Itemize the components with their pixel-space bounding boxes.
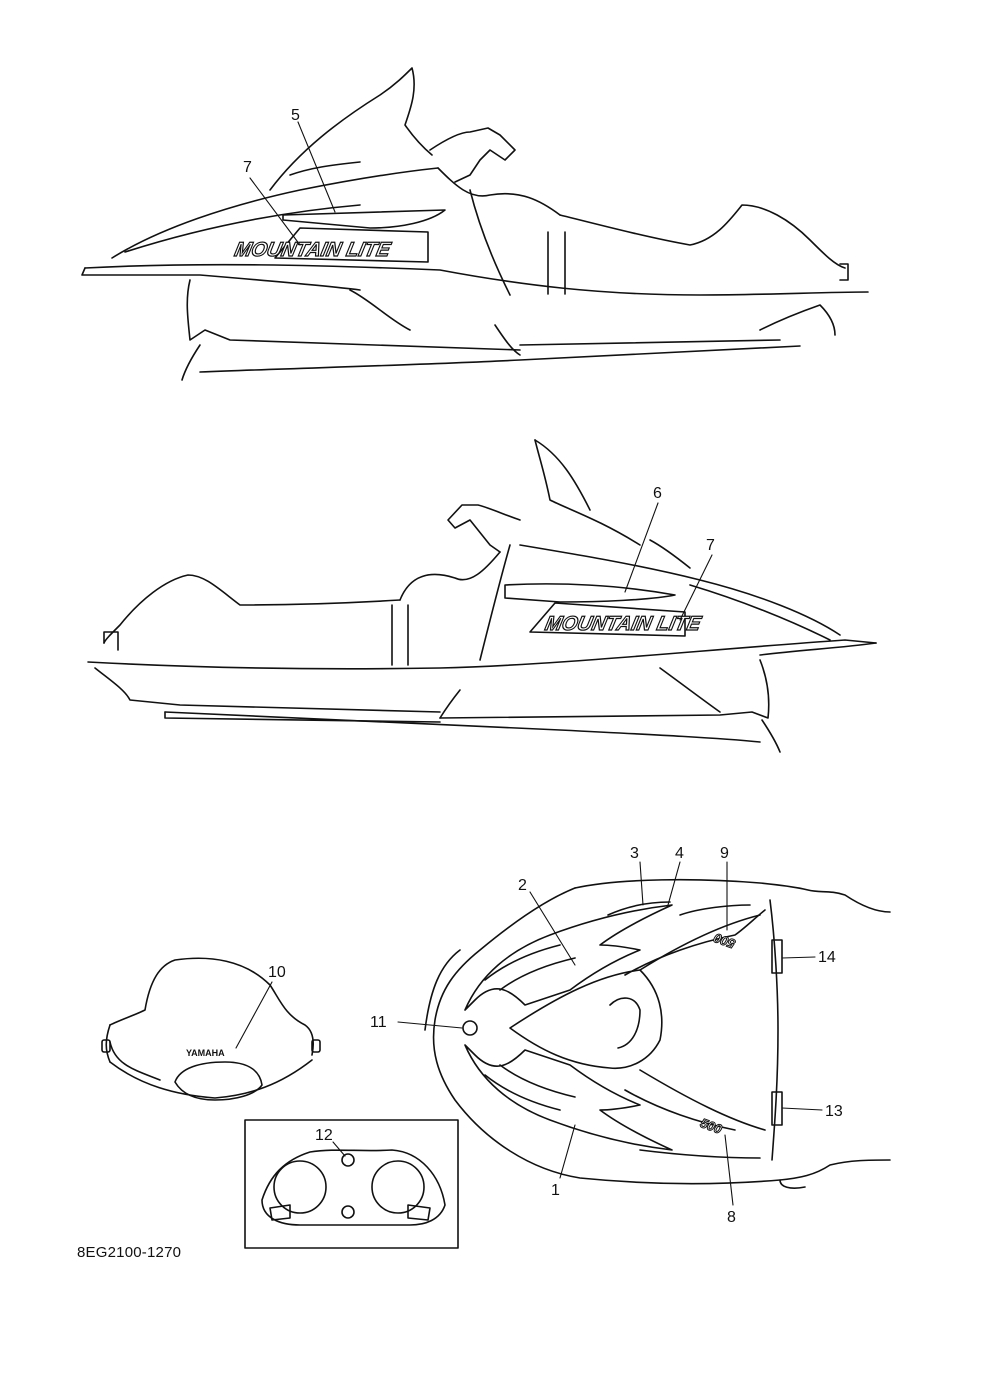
hood-top-view: 500 500 2 3 4 9 11 14 13 1 8	[370, 845, 891, 1226]
callout-1: 1	[551, 1182, 560, 1199]
snowmobile-left-view: MOUNTAIN LITE 5 7	[81, 67, 869, 381]
hood-emblem	[462, 1020, 478, 1036]
svg-text:MOUNTAIN LITE: MOUNTAIN LITE	[233, 239, 393, 261]
callout-10: 10	[268, 964, 286, 981]
svg-text:MOUNTAIN LITE: MOUNTAIN LITE	[543, 613, 703, 635]
callout-3: 3	[630, 845, 639, 862]
callout-7-middle: 7	[706, 537, 715, 554]
callout-11: 11	[370, 1014, 387, 1031]
callout-6: 6	[653, 485, 662, 502]
callout-12: 12	[315, 1127, 333, 1144]
callout-7-top: 7	[243, 159, 252, 176]
mountain-lite-decal: MOUNTAIN LITE	[232, 227, 429, 263]
snowmobile-right-view: MOUNTAIN LITE 6 7	[87, 439, 877, 753]
reference-code: 8EG2100-1270	[77, 1244, 182, 1261]
callout-5: 5	[291, 107, 300, 124]
side-label-14	[771, 939, 783, 974]
callout-14: 14	[818, 949, 836, 966]
yamaha-windshield-decal: YAMAHA	[186, 1048, 225, 1058]
callout-8: 8	[727, 1209, 736, 1226]
mountain-lite-decal-right: MOUNTAIN LITE	[529, 602, 704, 637]
callout-4: 4	[675, 845, 684, 862]
model-badge-lower: 500	[698, 1115, 724, 1137]
windshield-front-view: YAMAHA 10	[101, 957, 321, 1101]
model-badge-upper: 500	[711, 930, 737, 952]
callout-2: 2	[518, 877, 527, 894]
meter-panel: 12	[244, 1119, 459, 1249]
callout-13: 13	[825, 1103, 843, 1120]
callout-9: 9	[720, 845, 729, 862]
side-label-13	[771, 1091, 783, 1126]
